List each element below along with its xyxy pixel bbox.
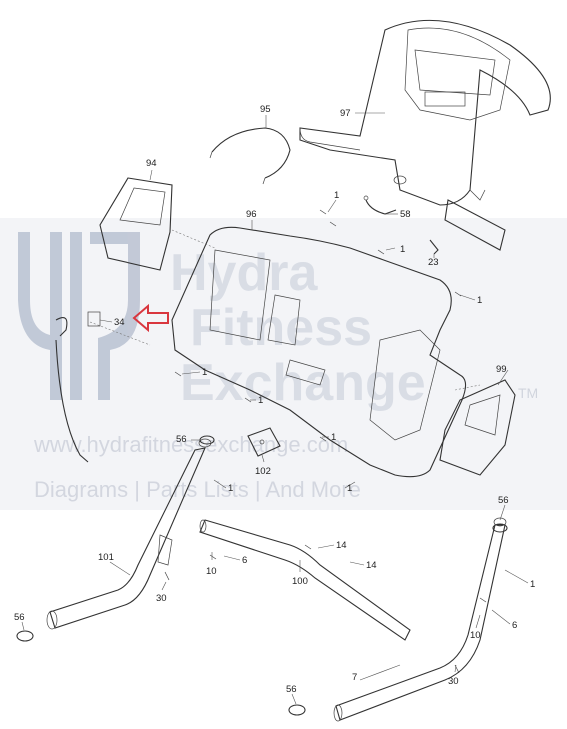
callout-56-a: 56 — [176, 434, 187, 445]
callout-1-a: 1 — [334, 190, 339, 201]
callout-1-f: 1 — [331, 432, 336, 443]
callout-6-a: 6 — [242, 555, 247, 566]
part-100-crossbar — [199, 519, 411, 641]
leader-lines — [21, 112, 529, 705]
hardware-screws — [164, 209, 487, 674]
callout-94: 94 — [146, 158, 157, 169]
watermark-tagline: Diagrams | Parts Lists | And More — [34, 477, 361, 502]
part-23 — [429, 199, 506, 255]
callout-97: 97 — [340, 108, 351, 119]
part-99-right-cover — [439, 379, 516, 476]
watermark: Hydra Fitness Exchange TM www.hydrafitne… — [0, 218, 567, 510]
callout-1-i: 1 — [530, 579, 535, 590]
callout-23: 23 — [428, 257, 439, 268]
part-97-console — [299, 19, 551, 206]
callout-1-b: 1 — [400, 244, 405, 255]
callout-6-b: 6 — [512, 620, 517, 631]
callout-1-h: 1 — [347, 483, 352, 494]
callout-1-e: 1 — [258, 395, 263, 406]
watermark-tm: TM — [518, 385, 538, 401]
callout-100: 100 — [292, 576, 308, 587]
callout-1-g: 1 — [228, 483, 233, 494]
part-102-bracket — [247, 427, 281, 457]
part-56-caps — [16, 435, 508, 716]
callout-10-a: 10 — [206, 566, 217, 577]
callout-labels: 97 95 94 96 58 23 1 1 1 1 1 1 1 1 1 34 9… — [14, 104, 535, 695]
callout-56-c: 56 — [14, 612, 25, 623]
callout-14-a: 14 — [336, 540, 347, 551]
watermark-word-2: Fitness — [190, 299, 372, 357]
part-58-wire — [363, 195, 397, 215]
part-96-hood — [89, 226, 481, 478]
watermark-logo — [18, 232, 140, 400]
watermark-band — [0, 218, 567, 510]
callout-101: 101 — [98, 552, 114, 563]
callout-99: 99 — [496, 364, 507, 375]
callout-1-d: 1 — [202, 367, 207, 378]
part-94-left-cover — [99, 177, 173, 271]
callout-58: 58 — [400, 209, 411, 220]
callout-30-a: 30 — [156, 593, 167, 604]
callout-56-b: 56 — [498, 495, 509, 506]
callout-7: 7 — [352, 672, 357, 683]
callout-10-b: 10 — [470, 630, 481, 641]
callout-96: 96 — [246, 209, 257, 220]
callout-102: 102 — [255, 466, 271, 477]
part-7-right-upright — [333, 517, 507, 722]
callout-14-b: 14 — [366, 560, 377, 571]
callout-30-b: 30 — [448, 676, 459, 687]
callout-34: 34 — [114, 317, 125, 328]
callout-95: 95 — [260, 104, 271, 115]
watermark-word-1: Hydra — [170, 244, 318, 302]
watermark-url: www.hydrafitnessexchange.com — [33, 432, 348, 457]
part-95-wire — [209, 127, 291, 185]
part-34-latch — [55, 311, 101, 463]
watermark-word-3: Exchange — [180, 354, 426, 412]
highlight-arrow-icon — [132, 303, 169, 333]
callout-56-d: 56 — [286, 684, 297, 695]
callout-1-c: 1 — [477, 295, 482, 306]
